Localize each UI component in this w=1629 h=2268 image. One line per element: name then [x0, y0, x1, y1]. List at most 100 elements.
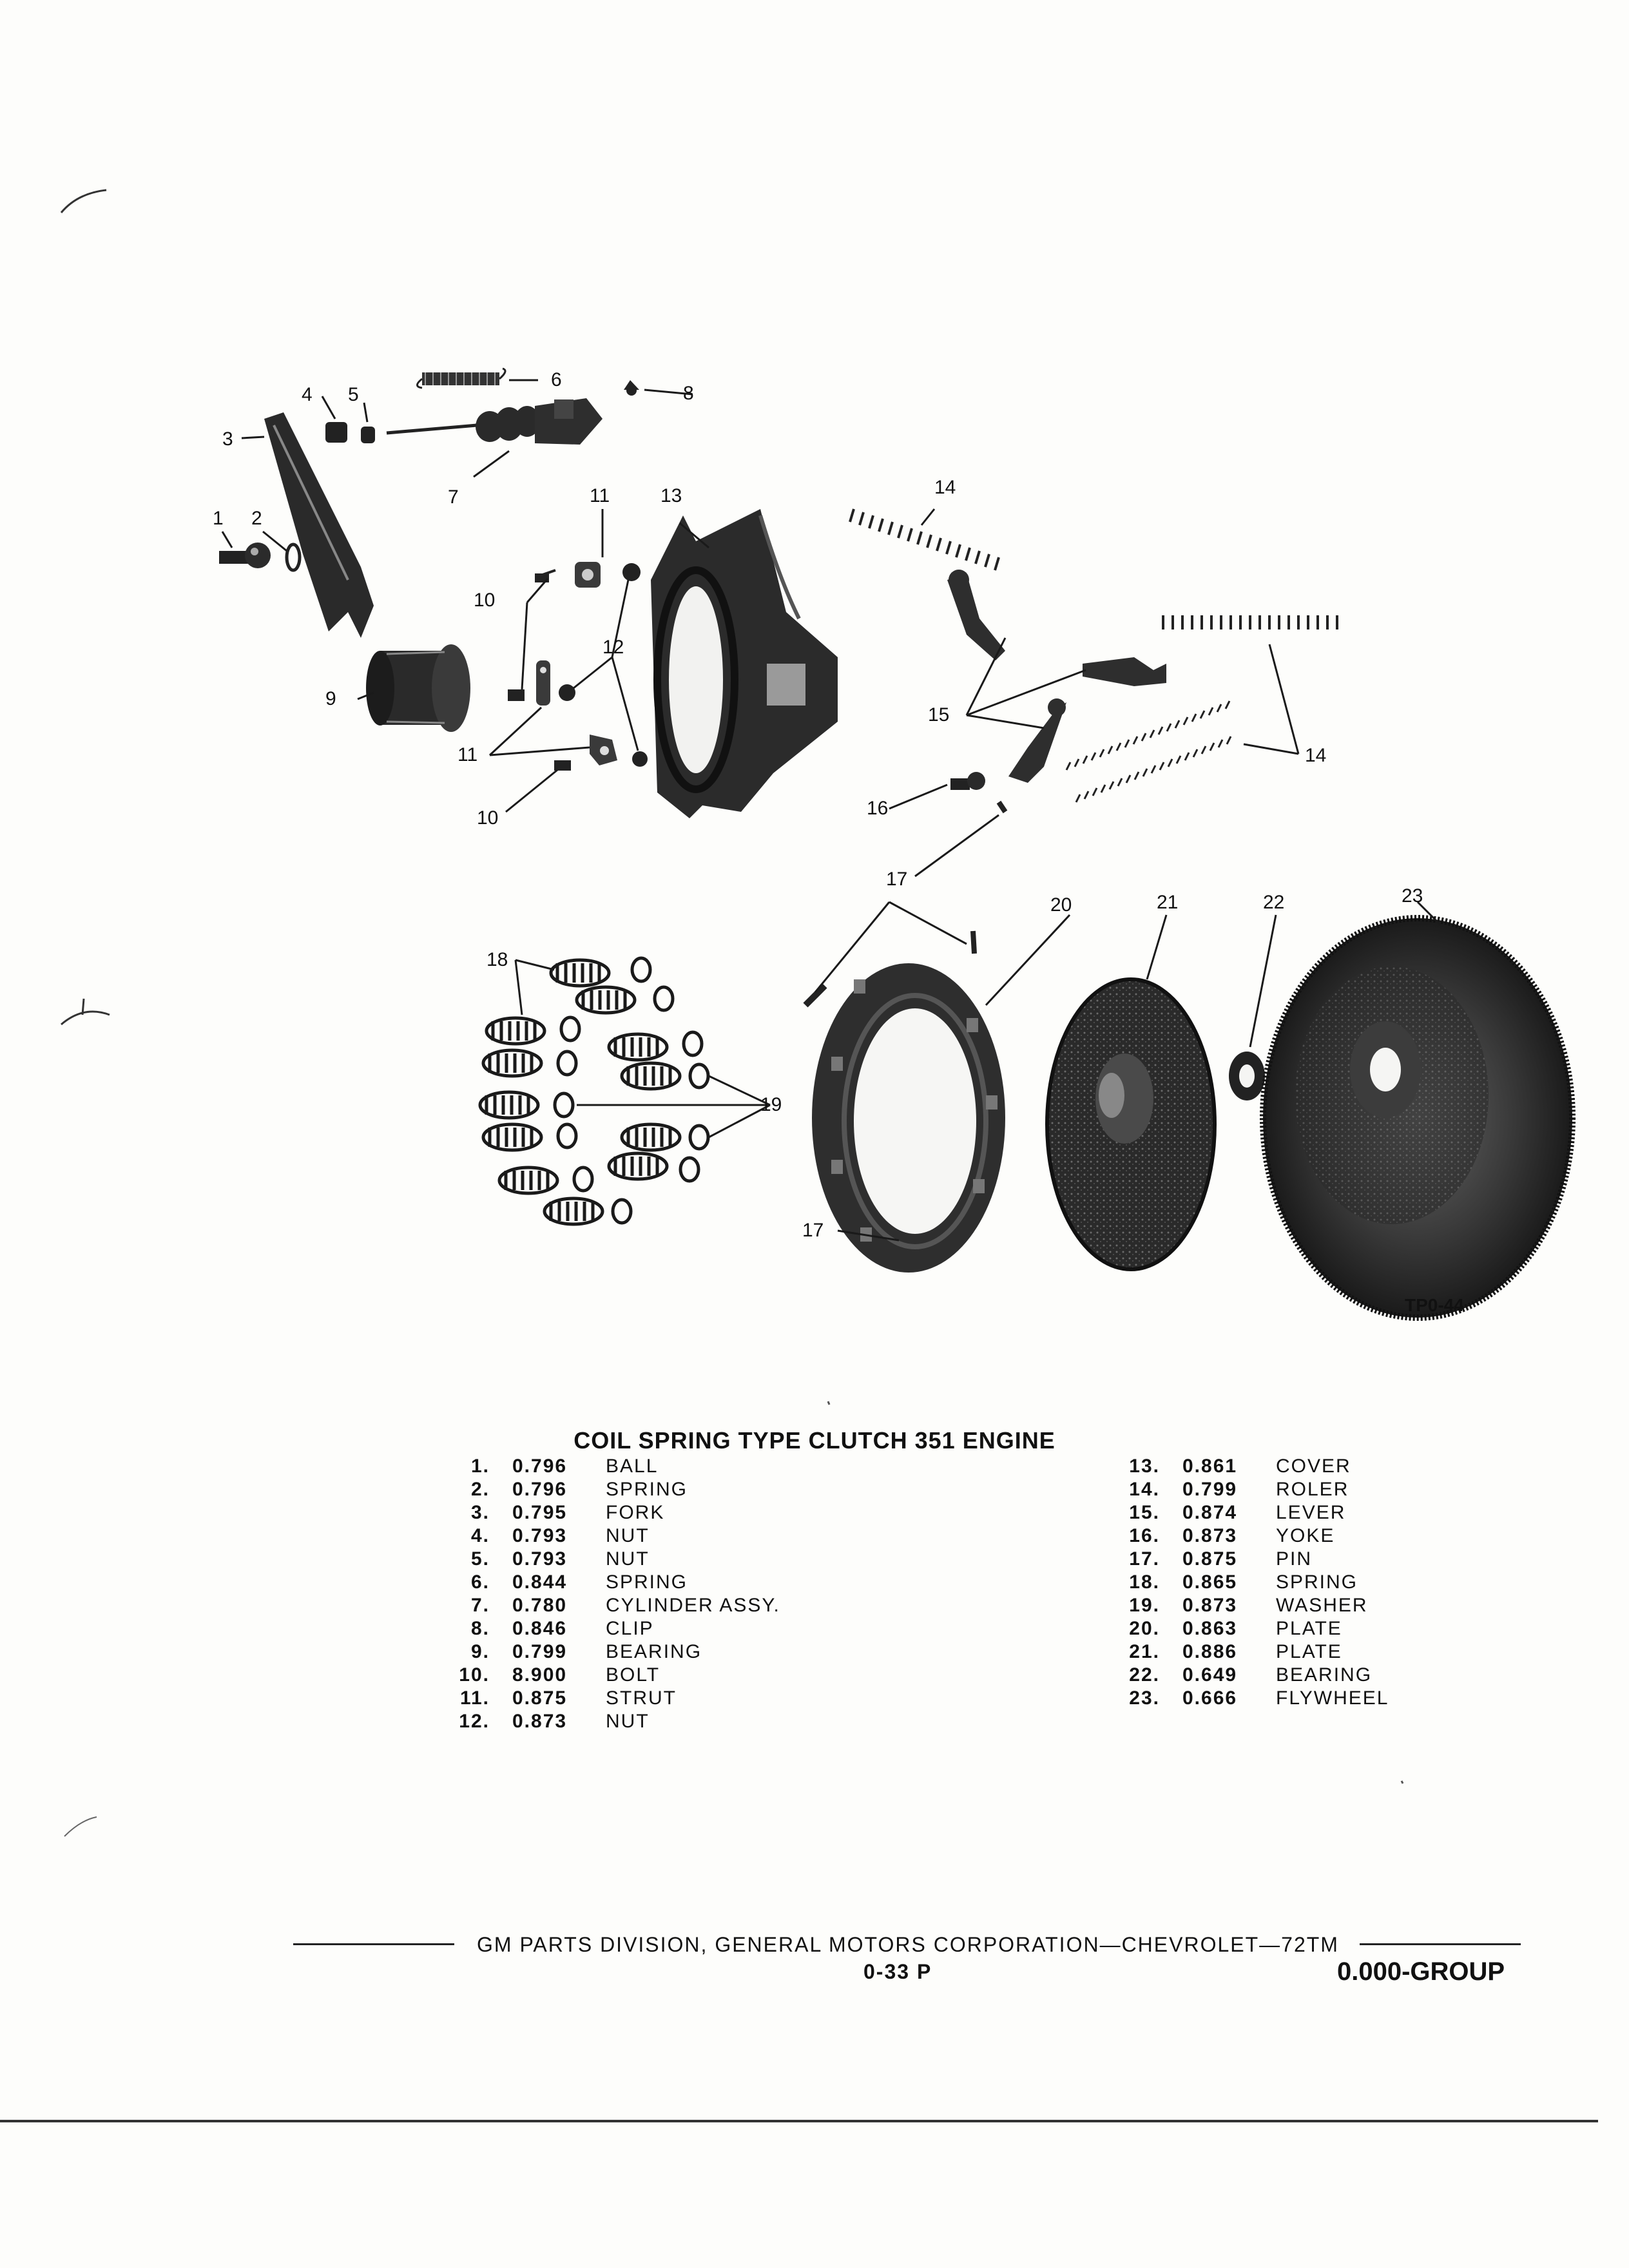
part-code: 0.873 — [1182, 1595, 1238, 1616]
page-title: COIL SPRING TYPE CLUTCH 351 ENGINE — [574, 1427, 1055, 1454]
part-code: 0.649 — [1182, 1664, 1238, 1686]
strut-11-mid — [536, 660, 550, 706]
washer — [688, 1062, 710, 1090]
part-name: PIN — [1276, 1548, 1313, 1570]
part-number: 5. — [470, 1548, 490, 1570]
part-code: 0.793 — [512, 1525, 568, 1546]
bolt-10-mid — [508, 689, 525, 701]
scan-mark — [64, 1816, 97, 1837]
part-name: STRUT — [606, 1687, 677, 1709]
part-number: 4. — [470, 1525, 490, 1546]
spring-group — [607, 1032, 669, 1062]
washer — [611, 1198, 633, 1225]
part-name: CYLINDER ASSY. — [606, 1595, 780, 1616]
callout-2: 2 — [251, 508, 262, 529]
nut-4 — [325, 422, 347, 443]
part-number: 22. — [1129, 1664, 1160, 1686]
part-code: 0.861 — [1182, 1456, 1238, 1477]
slave-cylinder-7 — [386, 398, 602, 445]
page-number: 0-33 P — [863, 1960, 932, 1983]
strut-11-lower — [590, 735, 617, 765]
lever-15-top — [947, 570, 1005, 660]
scan-dot — [827, 1401, 831, 1405]
part-number: 9. — [470, 1641, 490, 1662]
part-name: PLATE — [1276, 1618, 1342, 1639]
part-number: 11. — [459, 1687, 490, 1709]
nut-5 — [361, 427, 375, 443]
spring-group — [481, 1048, 543, 1078]
callout-10-lower: 10 — [477, 807, 499, 829]
part-number: 23. — [1129, 1687, 1160, 1709]
part-number: 17. — [1129, 1548, 1160, 1570]
part-number: 14. — [1129, 1479, 1160, 1500]
part-number: 16. — [1129, 1525, 1160, 1546]
nut-12-lower — [632, 751, 648, 767]
part-name: FORK — [606, 1502, 665, 1523]
springs-18-and-washers-19 — [478, 956, 710, 1226]
part-number: 21. — [1129, 1641, 1160, 1662]
spring-group — [549, 958, 611, 988]
callout-14-top: 14 — [934, 477, 956, 498]
part-name: SPRING — [606, 1479, 688, 1500]
part-name: COVER — [1276, 1456, 1351, 1477]
part-name: PLATE — [1276, 1641, 1342, 1662]
part-code: 0.846 — [512, 1618, 568, 1639]
callout-19: 19 — [760, 1094, 782, 1115]
part-code: 0.666 — [1182, 1687, 1238, 1709]
spring-group — [485, 1016, 546, 1046]
pin-17-b — [970, 930, 977, 954]
callout-22: 22 — [1263, 892, 1285, 913]
part-number: 15. — [1129, 1502, 1160, 1523]
spring-group — [497, 1166, 559, 1195]
part-number: 12. — [459, 1711, 490, 1732]
scan-dot — [1400, 1780, 1404, 1784]
strut-11-upper — [575, 562, 601, 588]
washer — [559, 1015, 581, 1043]
part-name: SPRING — [1276, 1571, 1358, 1593]
spring-group — [481, 1122, 543, 1152]
nut-12-mid — [559, 684, 575, 701]
part-code: 0.796 — [512, 1479, 568, 1500]
washer — [682, 1030, 704, 1057]
pilot-bearing-22 — [1229, 1052, 1265, 1100]
part-name: NUT — [606, 1548, 650, 1570]
bottom-rule — [0, 2120, 1598, 2122]
washer — [653, 985, 675, 1012]
part-code: 0.863 — [1182, 1618, 1238, 1639]
clutch-disc-21 — [1045, 977, 1217, 1271]
rollers-14-top — [849, 508, 1000, 571]
yoke-16 — [950, 772, 985, 790]
spring-2 — [285, 543, 302, 572]
clutch-housing-13 — [651, 509, 838, 818]
group-label: 0.000-GROUP — [1337, 1957, 1505, 1986]
part-name: CLIP — [606, 1618, 654, 1639]
part-code: 0.865 — [1182, 1571, 1238, 1593]
part-number: 8. — [470, 1618, 490, 1639]
part-code: 0.795 — [512, 1502, 568, 1523]
washer — [688, 1124, 710, 1151]
rollers-14-mid — [1065, 700, 1232, 803]
washer — [553, 1091, 575, 1119]
callout-21: 21 — [1157, 892, 1179, 913]
ball-stud-1 — [219, 543, 271, 568]
footer-rule-left — [293, 1943, 454, 1945]
release-fork-3 — [264, 412, 374, 638]
part-number: 7. — [470, 1595, 490, 1616]
part-name: LEVER — [1276, 1502, 1346, 1523]
part-name: BOLT — [606, 1664, 660, 1686]
part-number: 18. — [1129, 1571, 1160, 1593]
part-name: NUT — [606, 1711, 650, 1732]
part-number: 19. — [1129, 1595, 1160, 1616]
callout-11-top: 11 — [590, 485, 610, 506]
callout-17-upper: 17 — [886, 869, 908, 890]
part-name: SPRING — [606, 1571, 688, 1593]
part-name: BEARING — [606, 1641, 702, 1662]
spring-group — [543, 1196, 604, 1226]
part-name: FLYWHEEL — [1276, 1687, 1389, 1709]
rollers-14-right — [1162, 615, 1338, 629]
callout-18: 18 — [487, 949, 508, 970]
callout-12: 12 — [602, 637, 624, 658]
part-number: 20. — [1129, 1618, 1160, 1639]
callout-1: 1 — [213, 508, 224, 529]
part-code: 0.796 — [512, 1456, 568, 1477]
